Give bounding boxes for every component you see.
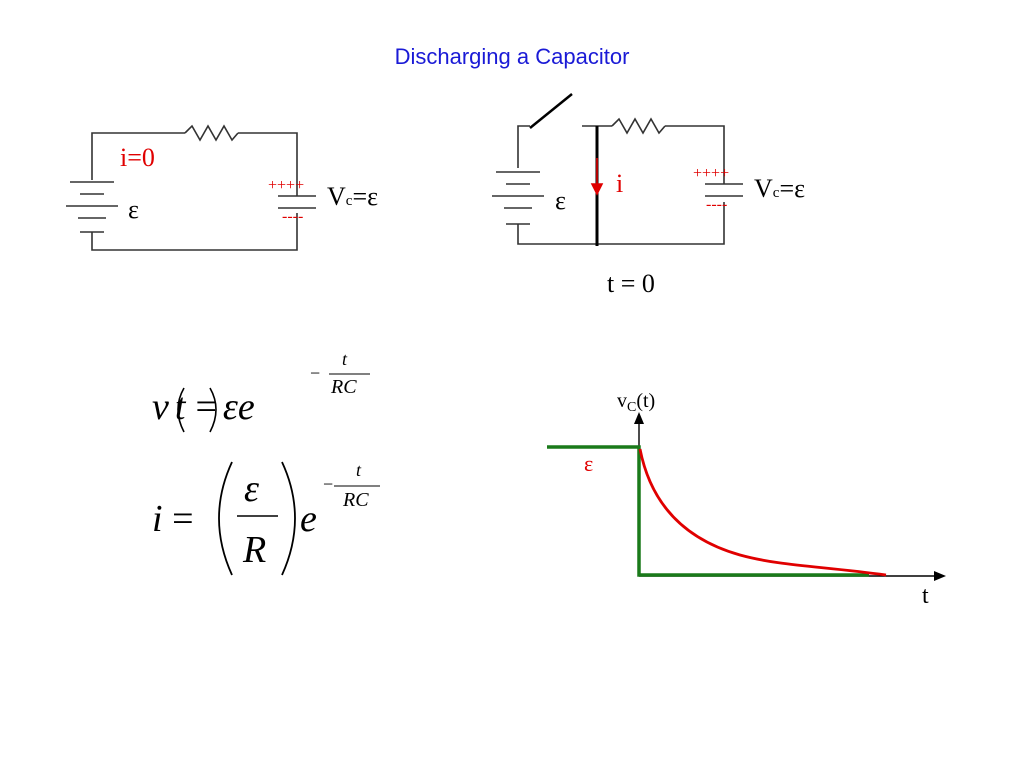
circuit-2-wire-right (665, 125, 725, 184)
circuit-2-vc-label: Vc=ε (754, 174, 806, 203)
circuit-2-wire-bottom (517, 202, 725, 245)
emf-level-label: ε (584, 451, 594, 476)
resistor-1 (184, 124, 239, 142)
x-axis-label: t (922, 583, 929, 609)
circuit-1 (66, 124, 316, 251)
i-right-paren (281, 461, 296, 576)
circuit-2-minus-charges: ---- (706, 196, 728, 213)
circuit-1-minus-charges: ---- (282, 208, 304, 225)
v-exponent-denominator: RC (331, 376, 357, 398)
i-fraction-denominator: R (243, 529, 267, 571)
y-axis-arrow (634, 412, 644, 424)
step-curve (547, 445, 869, 577)
graph (547, 412, 946, 581)
circuit-2-wire-left (517, 125, 530, 168)
circuit-1-plus-charges: ++++ (268, 177, 305, 194)
v-right-paren (209, 387, 217, 433)
equation-lines (177, 373, 380, 576)
i-exponent-sign: − (323, 474, 334, 494)
time-zero-label: t = 0 (607, 269, 655, 298)
circuit-2-emf-label: ε (555, 186, 566, 215)
page-title: Discharging a Capacitor (394, 44, 630, 69)
x-axis-arrow (934, 571, 946, 581)
decay-curve (638, 448, 887, 577)
i-left-paren (218, 461, 233, 576)
circuit-1-wire-right (238, 132, 298, 196)
circuit-1-wire-bottom (91, 213, 298, 251)
i-fraction-numerator: ε (244, 468, 259, 510)
v-exponent-numerator: t (342, 349, 348, 369)
circuit-1-current-label: i=0 (120, 143, 155, 172)
circuit-1-vc-label: Vc=ε (327, 182, 379, 211)
i-equation-lhs: i = (152, 498, 194, 540)
y-axis-label: vC(t) (617, 390, 656, 415)
i-exponential-base: e (300, 498, 317, 540)
v-exponent-sign: − (310, 363, 321, 383)
i-exponent-numerator: t (356, 460, 362, 480)
circuit-1-emf-label: ε (128, 195, 139, 224)
v-left-paren (177, 387, 185, 433)
resistor-2 (611, 117, 666, 135)
switch-blade (529, 93, 573, 129)
i-exponent-denominator: RC (343, 489, 369, 511)
circuit-2-plus-charges: ++++ (693, 165, 730, 182)
circuit-2-current-label: i (616, 169, 624, 198)
circuit-1-wire (91, 132, 185, 180)
current-arrow (590, 158, 604, 196)
